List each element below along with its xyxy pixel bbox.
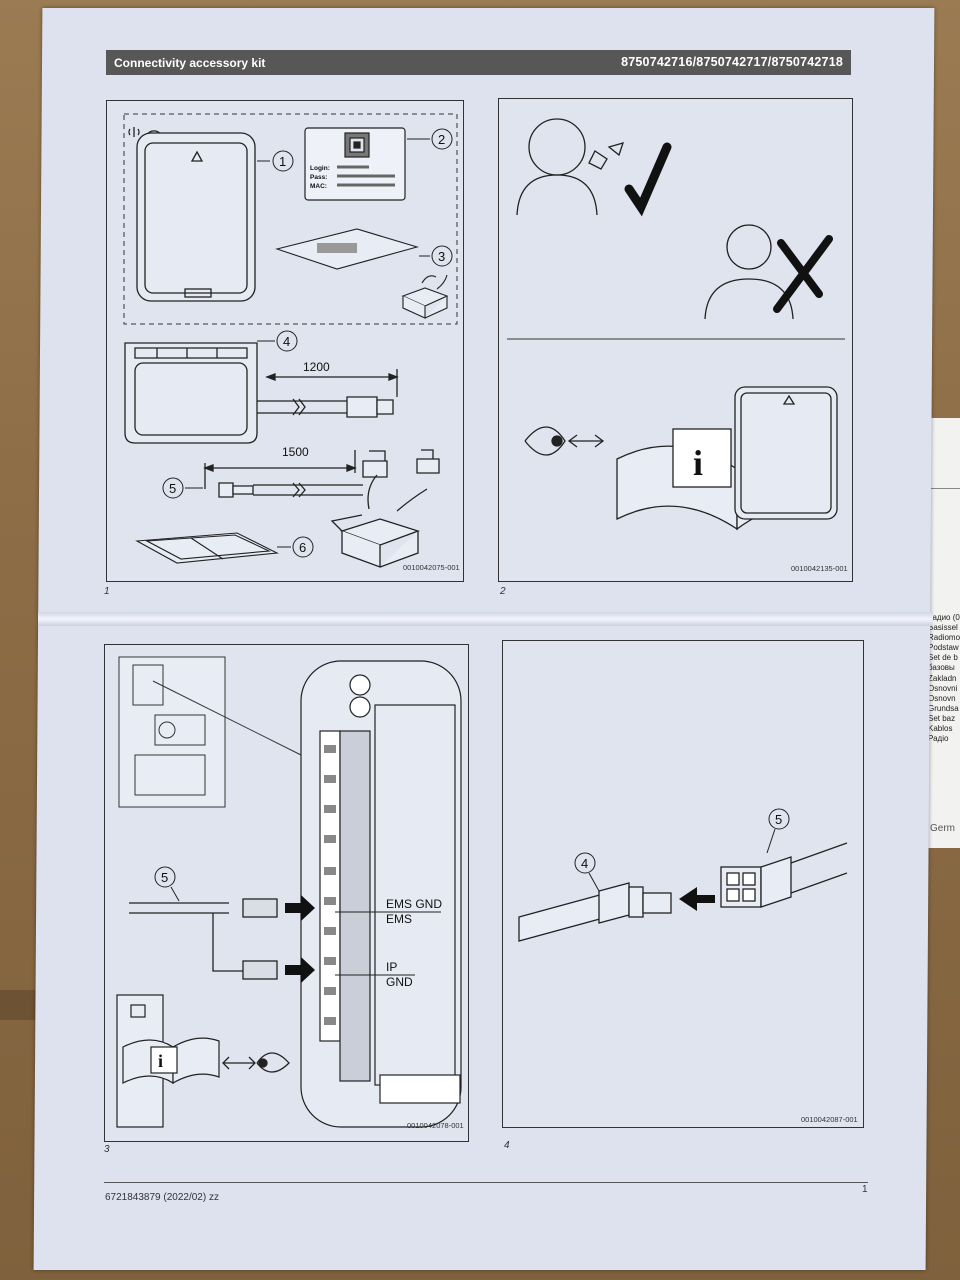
panel-4-ref: 0010042087-001 — [801, 1115, 858, 1124]
card-mac-label: MAC: — [310, 183, 327, 190]
callout-2: 2 — [438, 132, 445, 147]
header-title: Connectivity accessory kit — [114, 56, 266, 70]
card-login-label: Login: — [310, 165, 330, 172]
label-line: Osnovni — [928, 683, 958, 693]
cable-5-length: 1500 — [282, 445, 309, 459]
panel-4-number: 4 — [504, 1140, 510, 1151]
label-foot-text: Germ — [930, 823, 955, 834]
callout-4: 4 — [283, 334, 290, 349]
label-line: Kablos — [928, 724, 953, 734]
small-box — [401, 274, 449, 319]
panel-2-illustration: i — [507, 118, 845, 531]
panel-2-safety: i 0010042135-001 — [498, 98, 853, 582]
cable-4-length: 1200 — [303, 360, 330, 374]
cable-4 — [257, 369, 399, 418]
eye-icon-small — [222, 1052, 290, 1073]
arrow-ip — [285, 957, 315, 983]
leaflet-sheet — [275, 228, 419, 270]
insert-arrow — [679, 887, 715, 911]
label-line: радио (0 — [928, 613, 960, 622]
open-box — [330, 474, 428, 568]
wire-5 — [129, 898, 278, 980]
header-product-codes: 8750742716/8750742717/8750742718 — [621, 55, 843, 69]
panel-1-kit-contents: Login: Pass: MAC: — [106, 100, 464, 582]
label-line: базовы — [928, 663, 955, 673]
footer-doc-number: 6721843879 (2022/02) zz — [105, 1192, 219, 1203]
panel-1-illustration: Login: Pass: MAC: — [123, 113, 458, 568]
check-mark-icon — [624, 142, 672, 217]
connector-4 — [518, 882, 672, 942]
adapter-housing — [124, 342, 258, 444]
sheet-fold — [38, 612, 933, 626]
terminal-label-ip: IP — [386, 960, 397, 974]
label-line: Zakladn — [928, 673, 957, 683]
callout-1: 1 — [279, 154, 286, 169]
card-pass-label: Pass: — [310, 174, 327, 181]
panel-4-illustration: 4 5 — [518, 808, 848, 942]
label-line: Grundsa — [928, 703, 959, 713]
router-device — [136, 132, 256, 302]
panel-3-info-glyph: i — [158, 1051, 163, 1071]
manual-info-glyph: i — [693, 443, 703, 483]
label-line: Podstaw — [928, 643, 959, 653]
boiler-thumbnail — [118, 656, 226, 808]
panel-4-connect: 4 5 0010042087-001 — [502, 640, 864, 1128]
panel-1-ref: 0010042075-001 — [403, 563, 460, 572]
device-outline — [734, 386, 838, 520]
panel-3-ref: 0010042078-001 — [407, 1121, 464, 1130]
callout-6: 6 — [299, 540, 306, 555]
header-bar: Connectivity accessory kit 8750742716/87… — [106, 50, 851, 75]
label-line: Set baz — [928, 713, 956, 723]
label-line: Basissel — [928, 623, 958, 633]
callout-4-panel4: 4 — [581, 856, 588, 871]
label-line: Set de b — [928, 653, 958, 663]
qr-login-card — [304, 127, 406, 201]
callout-5: 5 — [169, 481, 176, 496]
panel-3-number: 3 — [104, 1144, 110, 1155]
panel-2-ref: 0010042135-001 — [791, 564, 848, 573]
panel-3-illustration: EMS GND EMS IP GND i 5 — [116, 656, 462, 1128]
footer-page-number: 1 — [862, 1184, 868, 1195]
footer-rule — [104, 1182, 868, 1183]
label-line: Osnovn — [928, 693, 956, 703]
label-rule — [922, 488, 960, 489]
cable-5 — [203, 449, 440, 498]
terminal-screws — [324, 745, 336, 1025]
foam-sheet — [135, 532, 279, 564]
panel-1-number: 1 — [104, 586, 110, 597]
label-line: Радіо — [928, 734, 949, 744]
terminal-board — [300, 660, 462, 1128]
eye-icon — [524, 426, 605, 456]
callout-3: 3 — [438, 249, 445, 264]
terminal-label-ems-gnd: EMS GND — [386, 897, 442, 911]
manual-reference — [116, 994, 220, 1128]
callout-5-panel4: 5 — [775, 812, 782, 827]
cross-mark-icon — [773, 235, 833, 313]
panel-2-number: 2 — [500, 586, 506, 597]
technician-icon — [516, 118, 625, 216]
panel-3-callout: 5 — [161, 870, 168, 885]
arrow-ems — [285, 895, 315, 921]
panel-3-wiring: EMS GND EMS IP GND i 5 0010042078-001 — [104, 644, 469, 1142]
label-line: Radiomo — [928, 633, 960, 643]
terminal-label-gnd: GND — [386, 975, 413, 989]
terminal-label-ems: EMS — [386, 912, 412, 926]
connector-5 — [720, 842, 848, 908]
